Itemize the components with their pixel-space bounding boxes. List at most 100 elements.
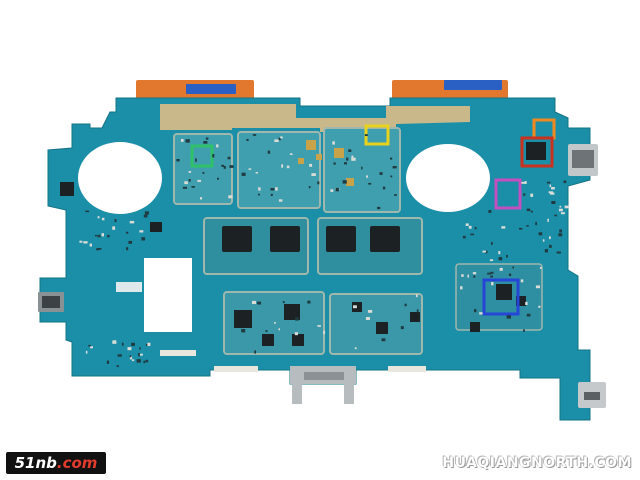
smd-component: [221, 164, 225, 167]
smd-component: [461, 274, 464, 277]
smd-component: [252, 134, 257, 136]
smd-component: [136, 359, 141, 363]
smd-component: [176, 159, 180, 162]
smd-component: [101, 217, 105, 221]
smd-component: [485, 250, 488, 254]
smd-component: [106, 360, 110, 364]
smd-component: [523, 329, 525, 332]
smd-component: [351, 157, 356, 161]
smd-component: [85, 350, 88, 354]
bottom-bracket: [290, 366, 356, 404]
red-highlight: [520, 136, 554, 168]
smd-component: [275, 187, 278, 191]
smd-component: [265, 330, 268, 333]
smd-component: [141, 237, 146, 241]
white-label-cutout: [144, 258, 192, 332]
smd-component: [129, 355, 132, 358]
smd-component: [270, 188, 275, 191]
smd-component: [126, 231, 129, 234]
smd-component: [139, 353, 143, 356]
smd-component: [394, 194, 397, 196]
smd-component: [258, 187, 261, 191]
smd-component: [460, 286, 463, 290]
memory-chips: [222, 226, 400, 252]
smd-component: [95, 234, 97, 237]
smd-component: [379, 172, 383, 175]
smd-component: [188, 171, 192, 173]
smd-component: [289, 153, 293, 155]
smd-component: [286, 165, 290, 169]
smd-component: [217, 177, 219, 180]
smd-component: [278, 137, 281, 141]
smd-component: [521, 181, 526, 184]
smd-component: [107, 234, 110, 238]
smd-component: [246, 138, 249, 141]
smd-component: [563, 180, 567, 184]
smd-component: [144, 211, 149, 215]
small-ics: [60, 142, 546, 346]
watermark-huaqiangnorth: HUAQIANGNORTH.COM: [442, 455, 632, 471]
smd-component: [85, 210, 90, 213]
smd-component: [400, 326, 404, 330]
smd-component: [404, 303, 407, 307]
smd-component: [377, 206, 381, 210]
smd-component: [229, 165, 234, 168]
smd-component: [366, 175, 368, 178]
smd-component: [498, 251, 501, 255]
smd-component: [90, 346, 93, 349]
blue-highlight: [482, 278, 520, 316]
smd-component: [549, 236, 551, 240]
highlight-boxes: [190, 118, 556, 316]
smd-component: [548, 191, 553, 194]
smd-component: [474, 309, 477, 313]
smd-component: [180, 139, 184, 142]
smd-component: [330, 189, 334, 192]
smd-component: [278, 328, 280, 331]
smd-component: [248, 168, 252, 170]
side-connectors: [38, 144, 606, 408]
smd-component: [295, 317, 299, 321]
smd-component: [470, 233, 475, 236]
smd-component: [354, 347, 357, 350]
smd-component: [468, 225, 472, 229]
smd-component: [132, 359, 135, 362]
smd-component: [228, 195, 233, 199]
green-highlight: [190, 144, 214, 168]
smd-component: [551, 201, 556, 204]
smd-component: [129, 220, 135, 224]
smd-component: [139, 347, 141, 350]
smd-component: [482, 250, 487, 253]
smd-component: [138, 353, 140, 357]
smd-component: [465, 223, 469, 226]
smd-component: [467, 274, 469, 278]
smd-component: [294, 332, 298, 336]
top-ribbon-cables: [136, 80, 508, 102]
smd-component: [212, 154, 215, 158]
smd-component: [257, 193, 260, 196]
smd-component: [381, 338, 386, 342]
smd-component: [491, 282, 494, 286]
smd-component: [535, 285, 540, 289]
smd-component: [128, 240, 133, 244]
smd-component: [490, 271, 494, 274]
smd-component: [307, 300, 311, 304]
smd-component: [203, 141, 208, 144]
smd-component: [539, 266, 542, 269]
smd-component: [530, 193, 534, 197]
smd-component: [274, 139, 279, 142]
smd-component: [392, 166, 397, 169]
smd-component: [335, 187, 339, 192]
smd-component: [538, 305, 541, 308]
smd-component: [282, 301, 285, 304]
smd-component: [143, 214, 148, 218]
smd-component: [127, 347, 132, 351]
smd-component: [416, 309, 419, 313]
smd-component: [564, 205, 569, 209]
smd-component: [145, 359, 149, 363]
watermark-51nb-prefix: 51nb: [14, 454, 57, 472]
smd-component: [551, 187, 555, 190]
magenta-highlight: [494, 178, 522, 210]
gold-components: [298, 140, 354, 186]
watermark-51nb: 51nb.com: [6, 452, 106, 474]
